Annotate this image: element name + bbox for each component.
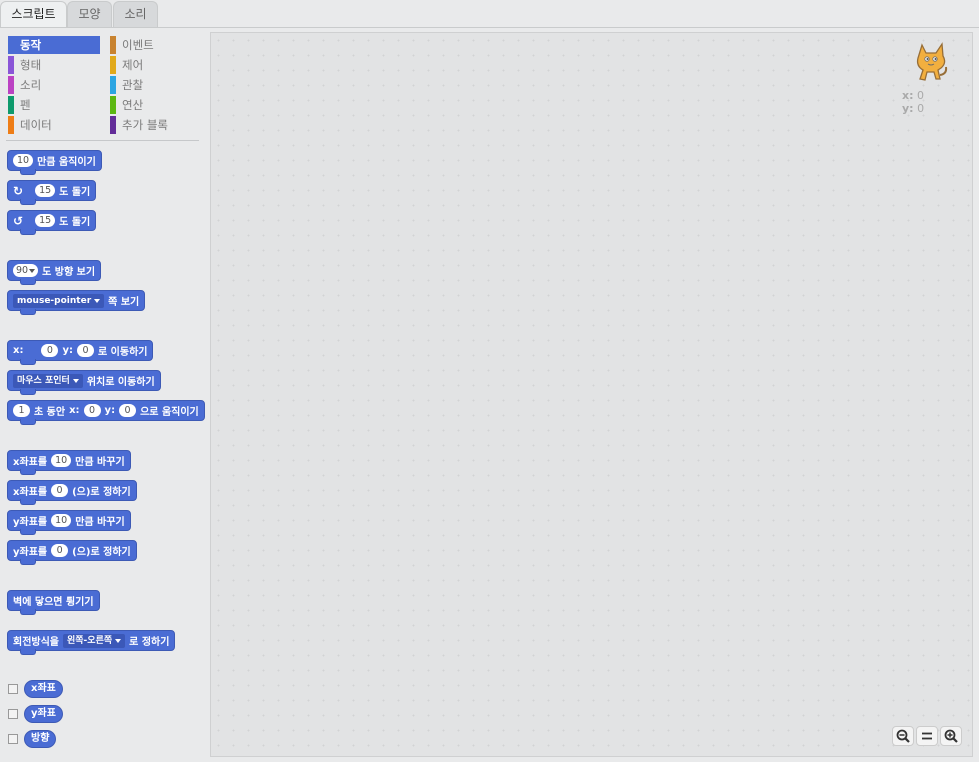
zoom-out-icon [896, 729, 910, 743]
direction-reporter[interactable]: 방향 [24, 730, 57, 748]
palette-divider [6, 140, 199, 141]
set-y-block[interactable]: y좌표를 0 (으)로 정하기 [7, 540, 137, 565]
target-dropdown[interactable]: 마우스 포인터 [13, 373, 83, 388]
x-input[interactable]: 0 [51, 484, 69, 497]
category-color-bar [110, 76, 116, 94]
glide-block[interactable]: 1 초 동안 x: 0 y: 0 으로 움직이기 [7, 400, 205, 425]
tab-sounds[interactable]: 소리 [113, 1, 158, 27]
category-color-bar [8, 36, 14, 54]
tab-costumes[interactable]: 모양 [67, 1, 112, 27]
category-color-bar [8, 56, 14, 74]
category-color-bar [8, 96, 14, 114]
zoom-in-icon [944, 729, 958, 743]
category-looks[interactable]: 형태 [8, 56, 100, 74]
tab-bar: 스크립트 모양 소리 [0, 0, 979, 29]
zoom-reset-button[interactable] [916, 726, 938, 746]
turn-left-block[interactable]: ↺ 15 도 돌기 [7, 210, 97, 235]
go-to-xy-block[interactable]: x: 0 y: 0 로 이동하기 [7, 340, 154, 365]
dropdown-arrow-icon [29, 268, 36, 273]
category-events[interactable]: 이벤트 [110, 36, 200, 54]
category-control[interactable]: 제어 [110, 56, 200, 74]
y-position-reporter[interactable]: y좌표 [24, 705, 63, 723]
block-palette: 동작 이벤트 형태 제어 소리 관찰 펜 연산 데이터 추가 블록 10 만큼 … [0, 28, 205, 762]
category-motion[interactable]: 동작 [8, 36, 100, 54]
scripts-area[interactable]: x: 0 y: 0 [210, 32, 973, 757]
category-color-bar [110, 56, 116, 74]
category-sound[interactable]: 소리 [8, 76, 100, 94]
y-input[interactable]: 0 [51, 544, 69, 557]
change-y-block[interactable]: y좌표를 10 만큼 바꾸기 [7, 510, 131, 535]
turn-right-block[interactable]: ↻ 15 도 돌기 [7, 180, 97, 205]
sprite-cat-icon [916, 42, 948, 81]
zoom-reset-icon [922, 732, 932, 740]
set-x-block[interactable]: x좌표를 0 (으)로 정하기 [7, 480, 137, 505]
category-color-bar [110, 36, 116, 54]
y-input[interactable]: 0 [119, 404, 137, 417]
point-in-direction-block[interactable]: 90 도 방향 보기 [7, 260, 102, 285]
category-color-bar [110, 116, 116, 134]
point-towards-block[interactable]: mouse-pointer 쪽 보기 [7, 290, 146, 315]
rotation-style-dropdown[interactable]: 왼쪽-오른쪽 [63, 633, 126, 648]
zoom-controls [892, 726, 962, 746]
dx-input[interactable]: 10 [51, 454, 72, 467]
set-rotation-style-block[interactable]: 회전방식을 왼쪽-오른쪽 로 정하기 [7, 630, 176, 655]
x-input[interactable]: 0 [41, 344, 59, 357]
degrees-input[interactable]: 15 [35, 214, 56, 227]
dy-input[interactable]: 10 [51, 514, 72, 527]
tab-divider [0, 27, 979, 28]
seconds-input[interactable]: 1 [13, 404, 30, 417]
category-color-bar [110, 96, 116, 114]
y-position-checkbox[interactable] [8, 709, 18, 719]
zoom-in-button[interactable] [940, 726, 962, 746]
move-steps-block[interactable]: 10 만큼 움직이기 [7, 150, 102, 175]
zoom-out-button[interactable] [892, 726, 914, 746]
x-input[interactable]: 0 [83, 404, 101, 417]
degrees-input[interactable]: 15 [35, 184, 56, 197]
sprite-y-readout: y: 0 [902, 102, 925, 115]
dropdown-arrow-icon [94, 298, 101, 303]
dropdown-arrow-icon [72, 378, 79, 383]
category-color-bar [8, 116, 14, 134]
category-pen[interactable]: 펜 [8, 96, 100, 114]
x-position-checkbox[interactable] [8, 684, 18, 694]
category-sensing[interactable]: 관찰 [110, 76, 200, 94]
rotate-clockwise-icon: ↻ [13, 183, 24, 198]
category-color-bar [8, 76, 14, 94]
y-input[interactable]: 0 [76, 344, 94, 357]
category-data[interactable]: 데이터 [8, 116, 100, 134]
direction-checkbox[interactable] [8, 734, 18, 744]
x-position-reporter[interactable]: x좌표 [24, 680, 63, 698]
steps-input[interactable]: 10 [13, 154, 34, 167]
bounce-on-edge-block[interactable]: 벽에 닿으면 튕기기 [7, 590, 100, 615]
sprite-x-readout: x: 0 [902, 89, 924, 102]
dropdown-arrow-icon [115, 638, 122, 643]
rotate-counterclockwise-icon: ↺ [13, 213, 24, 228]
direction-dropdown[interactable]: 90 [13, 264, 39, 277]
change-x-block[interactable]: x좌표를 10 만큼 바꾸기 [7, 450, 131, 475]
go-to-target-block[interactable]: 마우스 포인터 위치로 이동하기 [7, 370, 161, 395]
category-more-blocks[interactable]: 추가 블록 [110, 116, 200, 134]
tab-scripts[interactable]: 스크립트 [0, 1, 67, 29]
category-operators[interactable]: 연산 [110, 96, 200, 114]
towards-dropdown[interactable]: mouse-pointer [13, 293, 105, 308]
